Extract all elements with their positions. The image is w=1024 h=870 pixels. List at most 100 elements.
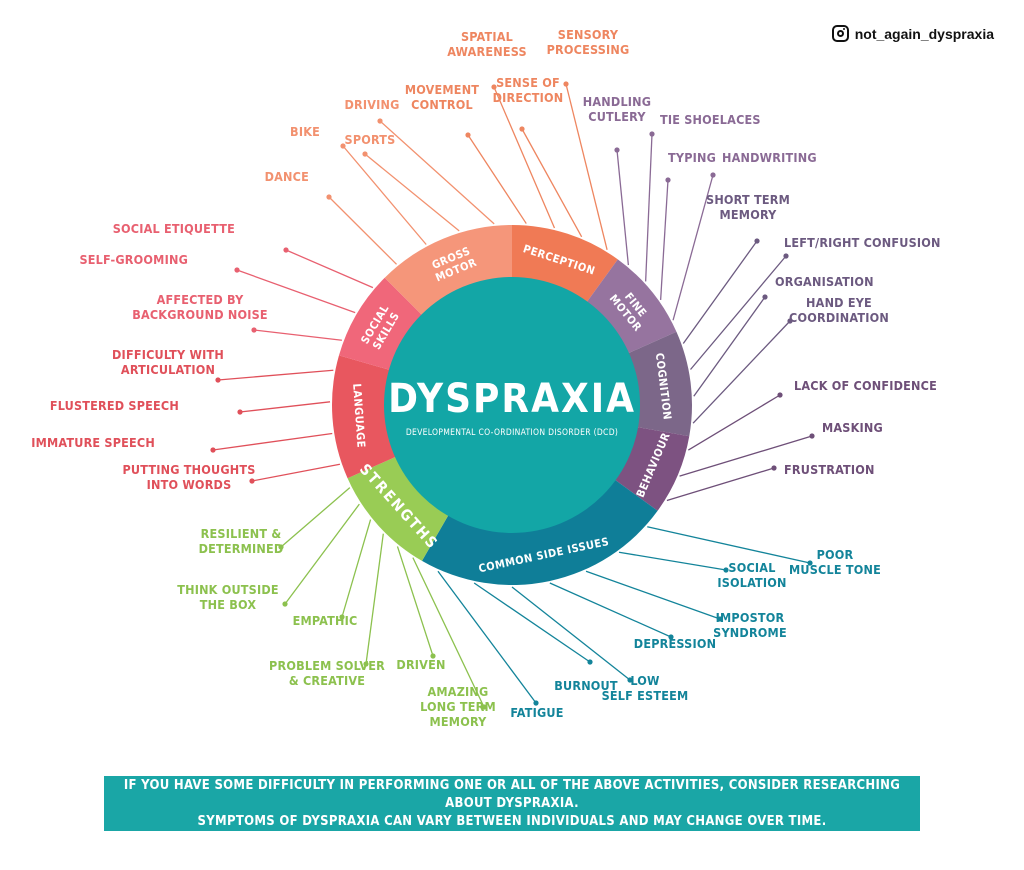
- item-label-line: AMAZING: [427, 683, 489, 699]
- item-label-line: HANDWRITING: [722, 149, 817, 165]
- item-label-line: & CREATIVE: [288, 673, 366, 688]
- connector-dot: [430, 653, 436, 659]
- connector-line: [412, 557, 485, 708]
- item-label-line: LEFT/RIGHT CONFUSION: [784, 234, 941, 250]
- segment-cognition: [627, 331, 692, 437]
- item-label-line: DIFFICULTY WITH: [112, 347, 224, 362]
- connector-dot: [627, 677, 633, 683]
- item-label-line: PUTTING THOUGHTS: [122, 462, 256, 477]
- connector-dot: [754, 238, 760, 244]
- item-label-line: DETERMINED: [198, 541, 284, 556]
- item-label-line: MEMORY: [719, 207, 777, 222]
- item-label-line: CONTROL: [411, 97, 473, 112]
- connector-dot: [665, 177, 671, 183]
- connector-dot: [340, 143, 346, 149]
- connector-dot: [519, 126, 525, 132]
- connector-line: [217, 369, 334, 381]
- item-label-line: ORGANISATION: [775, 273, 874, 289]
- connector-dot: [723, 567, 729, 573]
- connector-dot: [362, 151, 368, 157]
- connector-line: [253, 329, 342, 341]
- item-label-line: PROCESSING: [546, 42, 630, 57]
- connector-line: [690, 255, 787, 370]
- segment-fine-motor: [586, 259, 677, 354]
- item-label-line: FRUSTRATION: [784, 461, 875, 477]
- item-label-line: MOVEMENT: [404, 82, 480, 97]
- segment-strengths: [347, 456, 449, 561]
- item-label-line: IMMATURE SPEECH: [31, 434, 155, 450]
- connector-dot: [377, 118, 383, 124]
- item-label-line: LONG TERM: [420, 698, 496, 714]
- connector-line: [473, 582, 591, 663]
- connector-line: [379, 120, 495, 225]
- item-label-line: SENSE OF: [496, 75, 560, 90]
- connector-line: [328, 196, 397, 265]
- item-label: IMMATURE SPEECH: [31, 435, 155, 450]
- item-label-line: IMPOSTOR: [715, 610, 785, 625]
- connector-line: [693, 296, 766, 397]
- item-label-line: SHORT TERM: [706, 192, 790, 207]
- item-label: EMPATHIC: [293, 613, 358, 628]
- item-label: LEFT/RIGHT CONFUSION: [784, 235, 941, 250]
- segment-perception: [512, 225, 618, 304]
- segment-language: [332, 355, 397, 479]
- connector-line: [618, 551, 727, 571]
- connector-dot: [563, 81, 569, 87]
- item-label: TIE SHOELACES: [660, 112, 761, 127]
- connector-line: [692, 320, 791, 424]
- connector-line: [280, 487, 351, 548]
- item-label-line: TYPING: [668, 149, 717, 165]
- connector-dot: [491, 84, 497, 90]
- connector-line: [396, 546, 434, 657]
- center-circle: [384, 277, 640, 533]
- connector-line: [285, 249, 374, 289]
- item-label: DRIVEN: [396, 657, 445, 672]
- item-label-line: SOCIAL ETIQUETTE: [112, 220, 235, 236]
- item-label-line: MEMORY: [429, 713, 487, 729]
- item-label-line: BURNOUT: [554, 677, 618, 693]
- connector-line: [239, 401, 331, 413]
- connector-dot: [614, 147, 620, 153]
- connector-line: [682, 240, 758, 344]
- connector-dot: [587, 659, 593, 665]
- item-label: SPORTS: [345, 132, 396, 147]
- connector-dot: [771, 465, 777, 471]
- item-label-line: FLUSTERED SPEECH: [49, 397, 179, 413]
- item-label-line: CUTLERY: [588, 109, 646, 124]
- connector-line: [549, 582, 672, 638]
- item-label-line: SELF-GROOMING: [79, 251, 188, 267]
- item-label-line: THINK OUTSIDE: [177, 582, 279, 597]
- segment-label-line: LANGUAGE: [350, 383, 367, 448]
- item-label-line: ISOLATION: [717, 575, 787, 590]
- connector-dot: [215, 377, 221, 383]
- connector-line: [341, 519, 372, 618]
- item-label-line: LACK OF CONFIDENCE: [794, 377, 937, 393]
- connector-line: [666, 467, 775, 502]
- connector-line: [521, 128, 583, 238]
- item-label-line: FATIGUE: [510, 704, 564, 720]
- item-label: MASKING: [822, 420, 883, 435]
- connector-dot: [363, 661, 369, 667]
- connector-dot: [465, 132, 471, 138]
- item-label-line: BIKE: [290, 123, 320, 139]
- connector-dot: [717, 616, 723, 622]
- instagram-icon: [831, 25, 849, 42]
- item-label-line: SENSORY: [557, 27, 619, 42]
- instagram-handle[interactable]: not_again_dyspraxia: [831, 25, 994, 42]
- connector-dot: [809, 433, 815, 439]
- item-label: DEPRESSION: [634, 636, 716, 651]
- segment-label-language: LANGUAGE: [350, 383, 367, 448]
- connector-dot: [251, 327, 257, 333]
- connector-dot: [783, 253, 789, 259]
- item-label-line: COORDINATION: [789, 310, 889, 325]
- item-label-line: INTO WORDS: [146, 477, 232, 492]
